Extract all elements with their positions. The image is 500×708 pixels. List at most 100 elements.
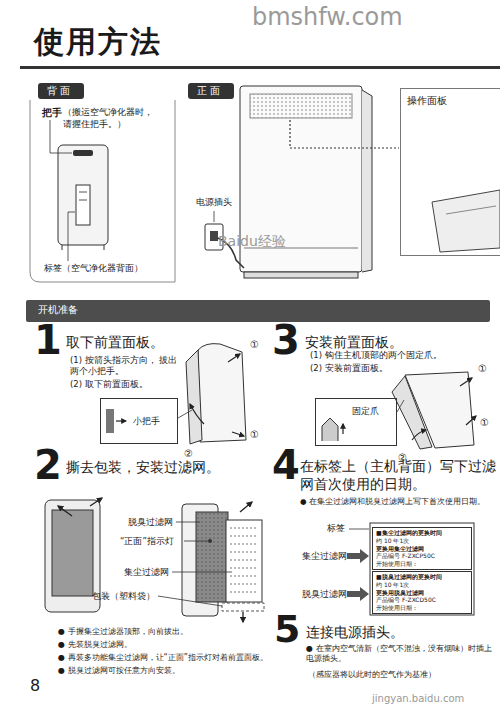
- part-name: 脱臭过滤网: [128, 517, 173, 528]
- callout-line: [178, 410, 192, 418]
- foot: [104, 245, 105, 250]
- node-text: ■集尘过滤网的更换时间: [376, 529, 468, 537]
- part-name: 标签: [327, 523, 345, 535]
- node-text: 开始使用日期：: [376, 560, 468, 568]
- leader-line: [349, 529, 369, 530]
- arrow: [412, 430, 426, 440]
- node-text: 正 面: [197, 84, 225, 98]
- page-number: 8: [30, 676, 40, 697]
- part-name: 包装（塑料袋）: [92, 591, 155, 602]
- plastic-bag: [222, 603, 264, 611]
- node-text: 开机准备: [38, 300, 478, 320]
- callout-number: ①: [480, 416, 489, 429]
- section-band: 开机准备: [26, 300, 490, 322]
- step-number: 2: [34, 445, 62, 485]
- pointer-arrow: [347, 549, 369, 563]
- step-number: 1: [34, 320, 62, 360]
- view-tab: 背 面: [38, 83, 84, 99]
- deodorizing-filter: [196, 512, 228, 602]
- step-number: 3: [272, 320, 300, 360]
- leader-line: [176, 522, 200, 523]
- step-heading: 安装前置面板。: [305, 333, 403, 351]
- callout-number: ①: [250, 338, 259, 351]
- hook-claw: [322, 418, 338, 441]
- bullet-note: ● 先装脱臭过滤网。: [58, 640, 270, 650]
- arrow: [342, 424, 343, 434]
- node-text: 操作面板: [407, 94, 494, 108]
- node-text: 更换用集尘过滤网: [376, 545, 468, 553]
- page-title: 使用方法: [34, 22, 162, 61]
- step-detail: (2) 取下前置面板。: [70, 379, 148, 390]
- watermark: bmshfw.com: [252, 2, 403, 33]
- arrow: [228, 354, 240, 362]
- indicator-mark: [208, 539, 212, 543]
- part-name: 集尘过滤网: [124, 567, 169, 578]
- node-text: 开始使用日期：: [376, 604, 468, 612]
- detail-inset: 固定爪: [315, 398, 397, 446]
- step-detail: (1) 钩住主机顶部的两个固定爪。: [310, 350, 442, 361]
- node-text: ■脱臭过滤网的更换时间: [376, 573, 468, 581]
- base: [244, 272, 358, 278]
- purifier-side: [362, 90, 372, 272]
- dotted-leader: [290, 120, 399, 148]
- part-name: 集尘过滤网: [302, 551, 347, 562]
- leader-line: [158, 596, 222, 606]
- step-detail: (1) 按箭头指示方向， 拔出两个小把手。: [70, 355, 182, 377]
- label-table: ■集尘过滤网的更换时间约 10 年1次更换用集尘过滤网产品编号 F-ZXCP50…: [372, 527, 472, 570]
- air-outlet-grill: [250, 94, 352, 118]
- pointer-arrow: [347, 587, 369, 601]
- note: （搬运空气净化器时， 请握住把手。）: [63, 107, 163, 130]
- callout-number: ②: [184, 447, 193, 460]
- arrow: [242, 612, 243, 622]
- operation-panel-figure: [432, 190, 500, 252]
- label-sticker: [76, 185, 90, 225]
- detail-inset: 小把手: [100, 398, 178, 444]
- view-tab: 正 面: [188, 83, 234, 99]
- callout-number: ①: [250, 428, 259, 441]
- purifier-back: [58, 145, 108, 245]
- part-name: “正面”指示灯: [120, 536, 174, 547]
- purifier-side-view: [198, 344, 246, 442]
- title-rule: [20, 66, 500, 69]
- panel-line: [446, 206, 496, 214]
- node-text: 约 10 年1次: [376, 537, 468, 545]
- node-text: 固定爪: [352, 405, 379, 418]
- step-heading: 撕去包装，安装过滤网。: [66, 458, 220, 476]
- filter-pleats: [230, 528, 258, 592]
- leader-line: [214, 211, 215, 222]
- watermark: jingyan.baidu.com: [372, 692, 464, 705]
- arrow: [466, 416, 476, 425]
- bullet-note: ● 再装多功能集尘过滤网，让“正面”指示灯对着前置面板。: [58, 653, 270, 663]
- foot: [62, 245, 63, 250]
- label-table: ■脱臭过滤网的更换时间约 10 年1次更换用脱臭过滤网产品编号 F-ZXCD50…: [372, 571, 472, 614]
- part-name: 把手: [42, 106, 62, 119]
- step-number: 5: [274, 610, 300, 648]
- panel-box: 操作面板: [400, 88, 500, 256]
- node-text: 背 面: [47, 84, 75, 98]
- view-frame: [30, 100, 175, 282]
- arrow: [90, 498, 102, 506]
- node-text: 约 10 年1次: [376, 581, 468, 589]
- arrow: [116, 420, 126, 421]
- note: （感应器将以此时的空气作为基准）: [308, 670, 436, 680]
- step-heading: 连接电源插头。: [306, 623, 404, 641]
- dust-filter: [226, 520, 262, 602]
- front-panel: [392, 376, 432, 449]
- bullet-note: ● 脱臭过滤网可按任意方向安装。: [58, 666, 270, 676]
- arrow: [460, 378, 472, 386]
- bullet-note: ● 在室内空气清新（空气不混浊，没有烟味）时插上电源插头。: [306, 644, 494, 665]
- label-sheet: [370, 523, 474, 615]
- leader-line: [68, 212, 75, 261]
- arrow: [232, 432, 244, 436]
- part-name: 脱臭过滤网: [302, 589, 347, 600]
- part-name: 电源插头: [196, 197, 232, 209]
- power-plug: [210, 231, 218, 241]
- filter-bay: [52, 510, 93, 596]
- arrow: [58, 506, 72, 516]
- step-detail: (2) 安装前置面板。: [310, 363, 388, 374]
- arrow: [190, 404, 204, 424]
- node-text: 产品编号 F-ZXCD50C: [376, 596, 468, 604]
- bullet-note: ● 手握集尘过滤器顶部，向前拔出。: [58, 627, 270, 637]
- small-handle: [106, 409, 114, 433]
- front-panel: [186, 350, 202, 444]
